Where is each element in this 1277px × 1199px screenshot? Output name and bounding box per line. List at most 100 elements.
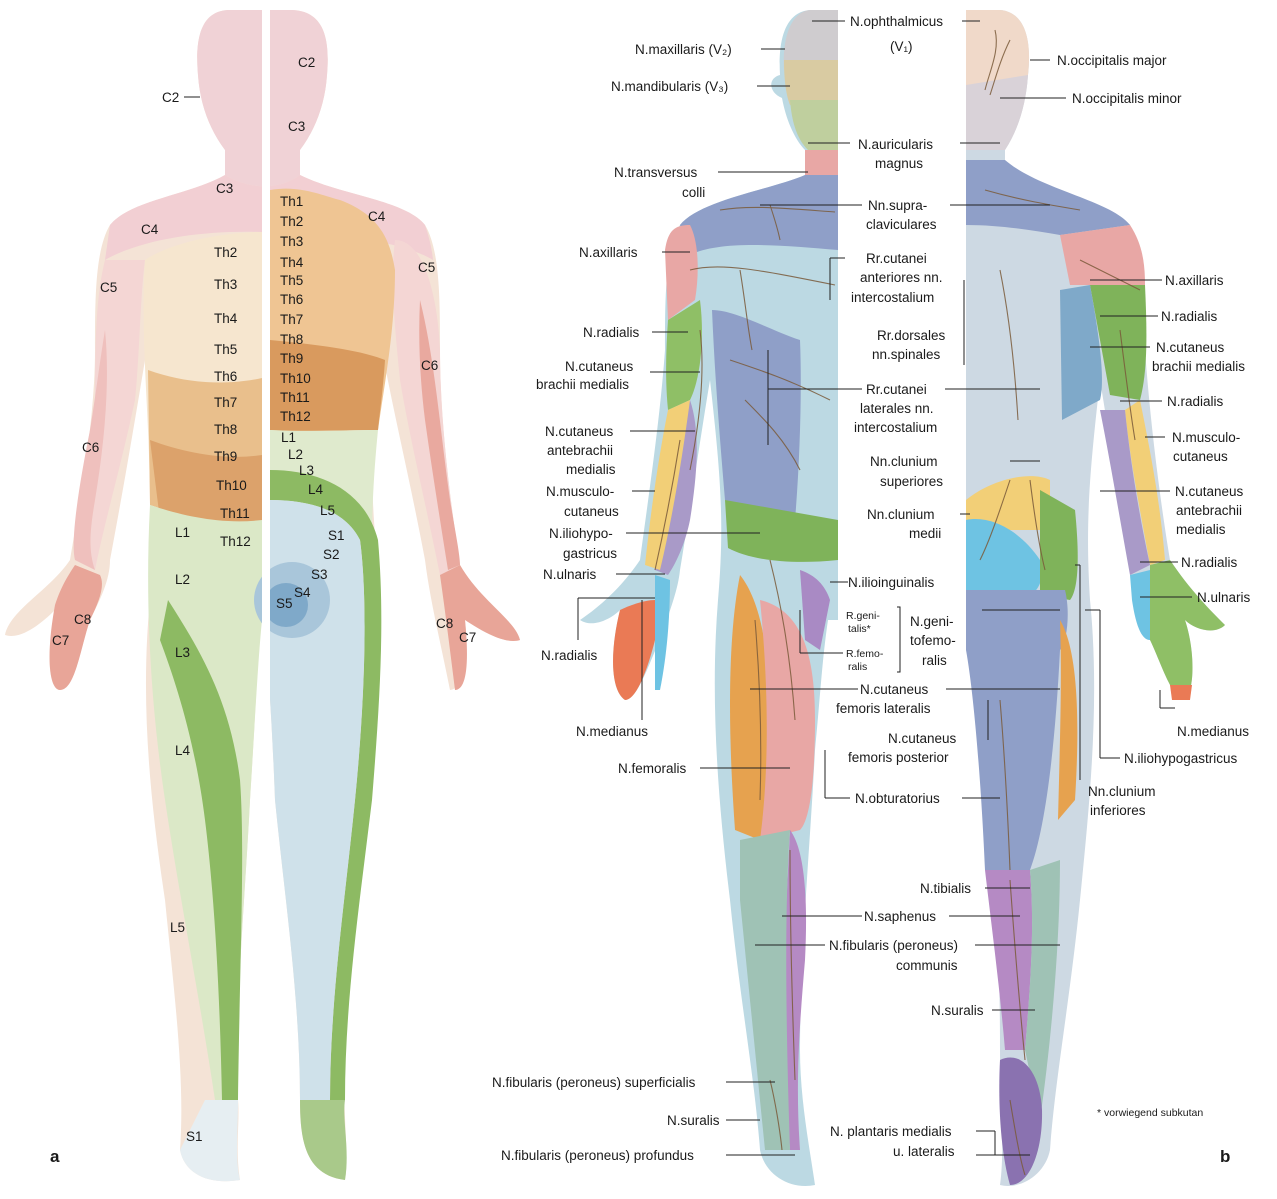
label-medianus-l: N.medianus xyxy=(576,724,648,739)
region-axillaris-back xyxy=(1060,225,1145,285)
region-clun-inf xyxy=(966,590,1068,654)
seg-C4l: C4 xyxy=(141,222,159,237)
region-intercostal-lateral xyxy=(712,310,801,520)
seg-C3: C3 xyxy=(216,181,233,196)
label-cfl-1: N.cutaneus xyxy=(860,682,929,697)
label-suralis-l: N.suralis xyxy=(667,1113,720,1128)
label-clun-med-2: medii xyxy=(909,526,941,541)
label-suralis-r: N.suralis xyxy=(931,1003,984,1018)
seg-L4r: L4 xyxy=(308,482,324,497)
label-obturatorius: N.obturatorius xyxy=(855,791,940,806)
seg-Th12: Th12 xyxy=(280,409,311,424)
region-hand-ulnaris xyxy=(655,575,670,690)
label-genitofem-1: N.geni- xyxy=(910,614,954,629)
seg-Th5: Th5 xyxy=(280,273,303,288)
label-ophthalmicus: N.ophthalmicus xyxy=(850,14,943,29)
seg-S1r: S1 xyxy=(328,528,345,543)
label-rr-dors-2: nn.spinales xyxy=(872,347,941,362)
label-clun-inf-2: inferiores xyxy=(1090,803,1146,818)
label-auricularis-2: magnus xyxy=(875,156,923,171)
label-ilhyp-r: N.iliohypogastricus xyxy=(1124,751,1238,766)
label-plantaris-2: u. lateralis xyxy=(893,1144,955,1159)
seg-C2r: C2 xyxy=(298,55,315,70)
seg-S3: S3 xyxy=(311,567,328,582)
label-cfl-2: femoris lateralis xyxy=(836,701,931,716)
label-cabm-l-1: N.cutaneus xyxy=(545,424,614,439)
seg-Th8l: Th8 xyxy=(214,422,237,437)
label-r-geni-2: talis* xyxy=(848,623,871,635)
label-cabm-r-2: antebrachii xyxy=(1176,503,1242,518)
label-ilhyp-l-2: gastricus xyxy=(563,546,617,561)
region-maxillaris xyxy=(784,60,838,105)
seg-L3r: L3 xyxy=(299,463,314,478)
label-r-femo-1: R.femo- xyxy=(846,648,884,660)
label-cbm-r-2: brachii medialis xyxy=(1152,359,1245,374)
label-axillaris-l: N.axillaris xyxy=(579,245,638,260)
label-genitofem-3: ralis xyxy=(922,653,947,668)
seg-Th4l: Th4 xyxy=(214,311,238,326)
label-tibialis: N.tibialis xyxy=(920,881,971,896)
seg-C6r: C6 xyxy=(421,358,438,373)
label-femoralis: N.femoralis xyxy=(618,761,687,776)
label-mandibularis: N.mandibularis (V₃) xyxy=(611,79,728,94)
label-r-geni-1: R.geni- xyxy=(846,610,880,622)
label-transversus-2: colli xyxy=(682,185,705,200)
seg-L5r: L5 xyxy=(320,503,335,518)
seg-S5: S5 xyxy=(276,596,293,611)
seg-Th9l: Th9 xyxy=(214,449,237,464)
seg-L3l: L3 xyxy=(175,645,190,660)
label-cbm-l-1: N.cutaneus xyxy=(565,359,634,374)
seg-S4: S4 xyxy=(294,585,311,600)
seg-Th7l: Th7 xyxy=(214,395,237,410)
label-rr-ant-3: intercostalium xyxy=(851,290,934,305)
label-radialis-r2: N.radialis xyxy=(1167,394,1224,409)
seg-L4l: L4 xyxy=(175,743,191,758)
seg-Th10l: Th10 xyxy=(216,478,247,493)
label-radialis-l1: N.radialis xyxy=(583,325,640,340)
label-maxillaris: N.maxillaris (V₂) xyxy=(635,42,732,57)
seg-Th3: Th3 xyxy=(280,234,303,249)
seg-Th11l: Th11 xyxy=(220,506,250,521)
label-mc-l-1: N.musculo- xyxy=(546,484,614,499)
panel-a-body xyxy=(5,0,520,1194)
label-rr-ant-2: anteriores nn. xyxy=(860,270,943,285)
seg-Th12l: Th12 xyxy=(220,534,251,549)
foot-right xyxy=(300,1100,347,1180)
label-fib-comm-1: N.fibularis (peroneus) xyxy=(829,938,958,953)
panel-b-label: b xyxy=(1220,1147,1230,1166)
label-clun-sup-1: Nn.clunium xyxy=(870,454,938,469)
label-saphenus: N.saphenus xyxy=(864,909,936,924)
label-v1: (V₁) xyxy=(890,39,913,54)
label-rr-lat-2: laterales nn. xyxy=(860,401,934,416)
label-medianus-r: N.medianus xyxy=(1177,724,1249,739)
seg-L1r: L1 xyxy=(281,430,296,445)
label-radialis-r3: N.radialis xyxy=(1181,555,1238,570)
label-occ-minor: N.occipitalis minor xyxy=(1072,91,1182,106)
label-ilhyp-l-1: N.iliohypo- xyxy=(549,526,613,541)
seg-Th2l: Th2 xyxy=(214,245,237,260)
seg-L5l: L5 xyxy=(170,920,185,935)
seg-L2l: L2 xyxy=(175,572,190,587)
label-cbm-l-2: brachii medialis xyxy=(536,377,629,392)
label-clun-sup-2: superiores xyxy=(880,474,943,489)
region-hand-radialis xyxy=(613,600,655,700)
label-ulnaris-r: N.ulnaris xyxy=(1197,590,1251,605)
region-supraclav-back xyxy=(966,160,1130,235)
seg-Th8: Th8 xyxy=(280,332,303,347)
seg-L1l: L1 xyxy=(175,525,190,540)
label-cabm-l-3: medialis xyxy=(566,462,616,477)
region-occ-minor xyxy=(966,75,1028,150)
label-radialis-l2: N.radialis xyxy=(541,648,598,663)
seg-Th4: Th4 xyxy=(280,255,304,270)
label-supraclav-2: claviculares xyxy=(866,217,937,232)
label-r-femo-2: ralis xyxy=(848,661,867,673)
seg-C8r: C8 xyxy=(436,616,453,631)
label-cabm-r-1: N.cutaneus xyxy=(1175,484,1244,499)
seg-Th1: Th1 xyxy=(280,194,303,209)
seg-Th11: Th11 xyxy=(280,390,310,405)
label-rr-lat-3: intercostalium xyxy=(854,420,937,435)
region-medianus-fingertips xyxy=(1170,685,1192,700)
region-hand-back xyxy=(1150,560,1225,700)
seg-C8l: C8 xyxy=(74,612,91,627)
